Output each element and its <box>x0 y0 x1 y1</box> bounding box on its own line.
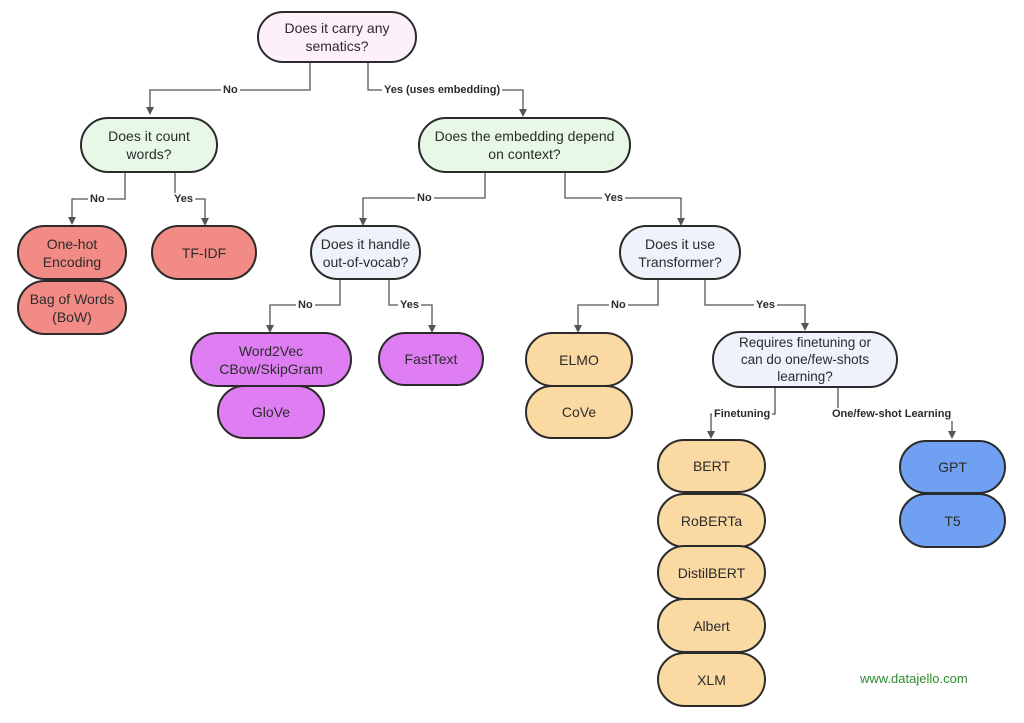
edge-label-finetuning: Finetuning <box>712 408 773 421</box>
edge-label-yes: Yes <box>754 299 777 312</box>
answer-glove: GloVe <box>217 385 325 439</box>
answer-elmo: ELMO <box>525 332 633 387</box>
edge-label-no: No <box>296 299 315 312</box>
answer-bag-of-words: Bag of Words (BoW) <box>17 280 127 335</box>
answer-gpt: GPT <box>899 440 1006 494</box>
edge-label-no: No <box>88 193 107 206</box>
answer-xlm: XLM <box>657 652 766 707</box>
answer-cove: CoVe <box>525 385 633 439</box>
answer-fasttext: FastText <box>378 332 484 386</box>
edge-label-no: No <box>221 84 240 97</box>
edge-label-one-few-shot-learning: One/few-shot Learning <box>830 408 954 421</box>
answer-roberta: RoBERTa <box>657 493 766 548</box>
edge-label-no: No <box>415 192 434 205</box>
credit-url: www.datajello.com <box>860 671 968 686</box>
question-out-of-vocab: Does it handle out-of-vocab? <box>310 225 421 280</box>
question-count-words: Does it count words? <box>80 117 218 173</box>
edge-label-yes: Yes <box>398 299 421 312</box>
answer-albert: Albert <box>657 598 766 653</box>
answer-bert: BERT <box>657 439 766 493</box>
edge-label-yes-uses-embedding: Yes (uses embedding) <box>382 84 503 97</box>
edge-label-yes: Yes <box>172 193 195 206</box>
answer-one-hot-encoding: One-hot Encoding <box>17 225 127 280</box>
question-finetuning: Requires finetuning or can do one/few-sh… <box>712 331 898 388</box>
edge-label-yes: Yes <box>602 192 625 205</box>
answer-word2vec: Word2Vec CBow/SkipGram <box>190 332 352 387</box>
question-transformer: Does it use Transformer? <box>619 225 741 280</box>
answer-tf-idf: TF-IDF <box>151 225 257 280</box>
answer-t5: T5 <box>899 493 1006 548</box>
edge-label-no: No <box>609 299 628 312</box>
answer-distilbert: DistilBERT <box>657 545 766 600</box>
question-context: Does the embedding depend on context? <box>418 117 631 173</box>
question-semantics: Does it carry any sematics? <box>257 11 417 63</box>
